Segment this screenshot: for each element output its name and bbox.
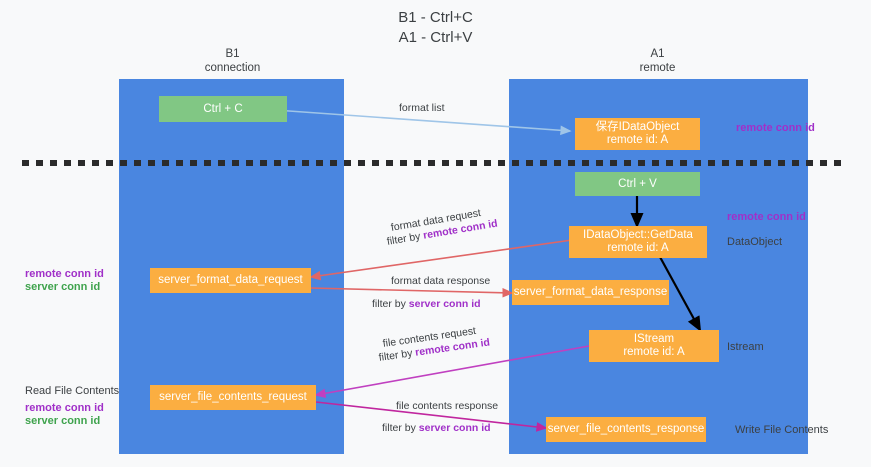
column-a1-name: A1	[650, 48, 665, 60]
node-save-idataobject-line2: remote id: A	[606, 134, 669, 146]
node-server-file-contents-request[interactable]: server_file_contents_request	[150, 385, 316, 410]
column-header-a1: A1 remote	[530, 48, 785, 75]
diagram-title: B1 - Ctrl+C A1 - Ctrl+V	[0, 8, 871, 48]
node-ctrl-v-label: Ctrl + V	[618, 177, 657, 190]
connector-format-list	[274, 109, 572, 136]
label-left-remote-conn-id-2: remote conn id	[25, 402, 104, 414]
connector-format-data-response	[310, 287, 514, 298]
node-server-format-data-request[interactable]: server_format_data_request	[150, 268, 311, 293]
node-server-file-contents-request-label: server_file_contents_request	[159, 391, 307, 403]
trust-boundary-divider	[22, 160, 845, 166]
column-header-b1: B1 connection	[140, 48, 325, 75]
column-a1-role: remote	[639, 61, 676, 74]
node-istream[interactable]: IStream remote id: A	[589, 330, 719, 362]
edge-label-format-data-response-filter: filter by server conn id	[372, 298, 481, 311]
column-b1-role: connection	[204, 61, 261, 74]
label-remote-conn-id-top: remote conn id	[736, 122, 815, 134]
label-left-server-conn-id-2: server conn id	[25, 415, 101, 427]
node-getdata-line1: IDataObject::GetData	[583, 229, 693, 241]
edge-label-format-list: format list	[399, 102, 445, 114]
node-server-file-contents-response[interactable]: server_file_contents_response	[546, 417, 706, 442]
node-ctrl-v[interactable]: Ctrl + V	[575, 172, 700, 196]
node-server-file-contents-response-label: server_file_contents_response	[547, 423, 705, 435]
edge-label-file-contents-response: file contents response	[396, 400, 499, 412]
node-server-format-data-response[interactable]: server_format_data_response	[512, 280, 669, 305]
node-getdata-line2: remote id: A	[607, 242, 669, 254]
node-istream-line2: remote id: A	[623, 346, 685, 358]
label-left-server-conn-id-1: server conn id	[25, 281, 101, 293]
edge-label-format-data-response: format data response	[391, 275, 491, 287]
node-idataobject-getdata[interactable]: IDataObject::GetData remote id: A	[569, 226, 707, 258]
connector-file-contents-response	[315, 401, 548, 432]
label-left-remote-conn-id-1: remote conn id	[25, 268, 104, 280]
label-remote-conn-id-mid: remote conn id	[727, 211, 806, 223]
filter-key-server-conn-id-2: server conn id	[418, 422, 491, 434]
connector-file-contents-request	[314, 345, 590, 399]
label-dataobject: DataObject	[727, 236, 783, 248]
connector-format-data-request	[309, 239, 573, 281]
filter-prefix-4: filter by	[382, 422, 419, 434]
connector-getdata-istream	[659, 256, 702, 332]
node-server-format-data-request-label: server_format_data_request	[158, 274, 303, 286]
node-server-format-data-response-label: server_format_data_response	[513, 286, 668, 298]
title-line-2: A1 - Ctrl+V	[398, 29, 473, 46]
label-write-file-contents: Write File Contents	[735, 424, 829, 436]
label-istream: Istream	[727, 341, 764, 353]
title-line-1: B1 - Ctrl+C	[398, 9, 473, 26]
node-istream-line1: IStream	[633, 333, 675, 345]
label-read-file-contents: Read File Contents	[25, 385, 120, 397]
node-save-idataobject[interactable]: 保存IDataObject remote id: A	[575, 118, 700, 150]
node-ctrl-c[interactable]: Ctrl + C	[159, 96, 287, 122]
filter-key-server-conn-id-1: server conn id	[408, 298, 481, 310]
node-save-idataobject-line1: 保存IDataObject	[595, 121, 680, 133]
filter-prefix-2: filter by	[372, 298, 409, 310]
column-b1-name: B1	[225, 48, 240, 60]
node-ctrl-c-label: Ctrl + C	[203, 102, 243, 115]
edge-label-file-contents-response-filter: filter by server conn id	[382, 422, 491, 435]
